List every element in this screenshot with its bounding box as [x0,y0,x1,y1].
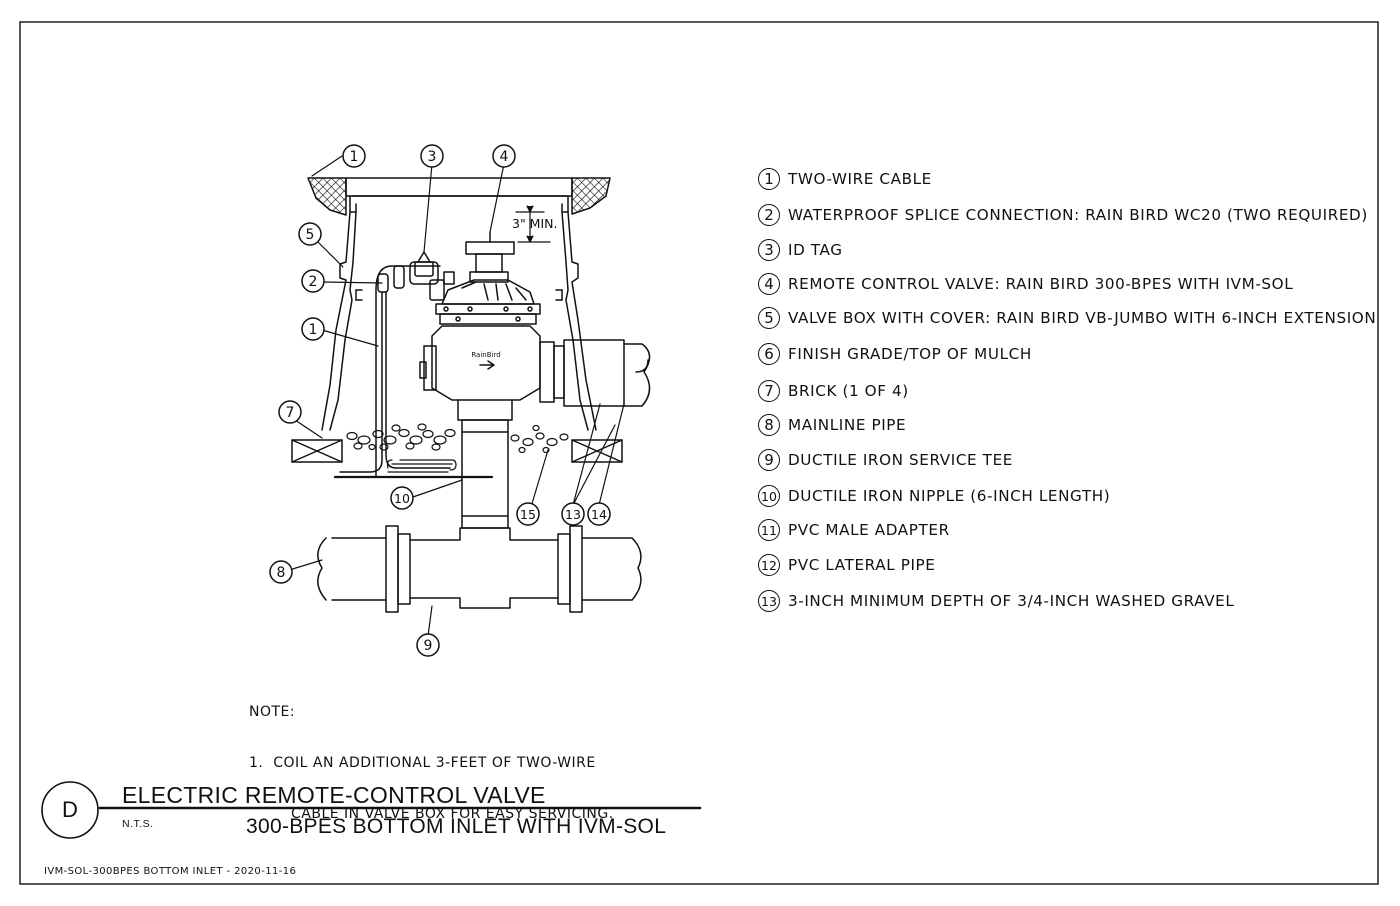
legend-number: 13 [758,590,780,612]
svg-text:10: 10 [394,491,410,506]
callout-1: 1 [301,317,325,341]
legend-item: 8 MAINLINE PIPE [758,412,906,438]
callout-14: 14 [587,502,611,526]
legend-label: DUCTILE IRON NIPPLE (6-INCH LENGTH) [788,487,1111,505]
svg-text:5: 5 [306,227,315,243]
legend-item: 7 BRICK (1 OF 4) [758,378,909,404]
legend-number: 2 [758,204,780,226]
solenoid-ivm [429,231,515,301]
callout-9: 9 [416,633,440,657]
legend-number: 10 [758,485,780,507]
note-line-1: 1. COIL AN ADDITIONAL 3-FEET OF TWO-WIRE [249,755,596,771]
callout-6: 1 [342,144,366,168]
detail-circle [41,781,99,839]
legend-label: VALVE BOX WITH COVER: RAIN BIRD VB-JUMBO… [788,309,1377,327]
svg-text:13: 13 [565,507,581,522]
callout-4: 4 [492,144,516,168]
callout-bubbles: 1 3 4 5 2 1 7 10 15 13 14 8 9 [269,144,611,657]
callout-15: 15 [516,502,540,526]
legend-number: 11 [758,519,780,541]
finish-grade-hatch [307,177,611,216]
svg-text:7: 7 [286,405,295,421]
legend-label: 3-INCH MINIMUM DEPTH OF 3/4-INCH WASHED … [788,592,1235,610]
valve-body [419,325,541,421]
mainline-tee [317,525,642,613]
svg-text:15: 15 [520,507,536,522]
gravel [346,423,569,454]
legend-label: REMOTE CONTROL VALVE: RAIN BIRD 300-BPES… [788,275,1294,293]
legend-number: 4 [758,273,780,295]
svg-text:2: 2 [309,274,318,290]
note-line-2: CABLE IN VALVE BOX FOR EASY SERVICING. [291,806,614,822]
svg-text:4: 4 [500,149,509,165]
note-block: NOTE: 1. COIL AN ADDITIONAL 3-FEET OF TW… [249,670,614,840]
legend-label: TWO-WIRE CABLE [788,170,932,188]
lateral-pipe [539,339,651,407]
legend-number: 12 [758,554,780,576]
valve-assembly-drawing [98,155,702,810]
legend-item: 1 TWO-WIRE CABLE [758,166,932,192]
note-heading: NOTE: [249,704,296,720]
legend-label: DUCTILE IRON SERVICE TEE [788,451,1013,469]
legend-item: 12 PVC LATERAL PIPE [758,552,935,578]
sheet-border [19,21,1379,885]
legend-item: 4 REMOTE CONTROL VALVE: RAIN BIRD 300-BPE… [758,271,1293,297]
dimension-label: 3" MIN. [512,216,557,231]
legend-label: ID TAG [788,241,843,259]
legend-number: 7 [758,380,780,402]
svg-text:1: 1 [309,322,318,338]
legend-item: 2 WATERPROOF SPLICE CONNECTION: RAIN BIRD… [758,202,1368,228]
legend-number: 8 [758,414,780,436]
callout-2: 2 [301,269,325,293]
legend-item: 3 ID TAG [758,237,843,263]
svg-text:9: 9 [424,638,433,654]
valve-bonnet [435,279,541,325]
svg-text:1: 1 [350,149,359,165]
ductile-iron-nipple [461,419,509,529]
detail-letter: D [62,797,78,822]
legend-item: 13 3-INCH MINIMUM DEPTH OF 3/4-INCH WASHE… [758,588,1234,614]
legend-label: PVC LATERAL PIPE [788,556,936,574]
callout-13: 13 [561,502,585,526]
legend-item: 5 VALVE BOX WITH COVER: RAIN BIRD VB-JUMB… [758,305,1376,331]
file-id: IVM-SOL-300BPES BOTTOM INLET - 2020-11-1… [44,866,297,877]
valve-marking: RainBird [471,351,500,359]
leader-lines [285,155,625,637]
legend-label: FINISH GRADE/TOP OF MULCH [788,345,1032,363]
legend-item: 11 PVC MALE ADAPTER [758,517,950,543]
svg-text:14: 14 [591,507,607,522]
callout-10: 10 [390,486,414,510]
svg-text:3: 3 [428,149,437,165]
legend-number: 6 [758,343,780,365]
valve-box [321,177,597,431]
callout-8: 8 [269,560,293,584]
dimension-3in-min [515,205,551,243]
drawing-subtitle: 300-BPES BOTTOM INLET WITH IVM-SOL [246,815,667,838]
legend-label: MAINLINE PIPE [788,416,907,434]
legend-number: 9 [758,449,780,471]
id-tag [414,251,434,277]
legend-number: 5 [758,307,780,329]
legend-number: 3 [758,239,780,261]
callout-5: 5 [298,222,322,246]
legend-number: 1 [758,168,780,190]
legend-label: WATERPROOF SPLICE CONNECTION: RAIN BIRD … [788,206,1368,224]
legend-item: 10 DUCTILE IRON NIPPLE (6-INCH LENGTH) [758,483,1110,509]
drawing-title: ELECTRIC REMOTE-CONTROL VALVE [122,782,546,808]
scale-label: N.T.S. [122,818,154,830]
callout-3: 3 [420,144,444,168]
legend-label: PVC MALE ADAPTER [788,521,950,539]
bricks [291,439,623,463]
legend-item: 6 FINISH GRADE/TOP OF MULCH [758,341,1032,367]
callout-7: 7 [278,400,302,424]
legend-label: BRICK (1 OF 4) [788,382,909,400]
legend-item: 9 DUCTILE IRON SERVICE TEE [758,447,1013,473]
svg-text:8: 8 [277,565,286,581]
